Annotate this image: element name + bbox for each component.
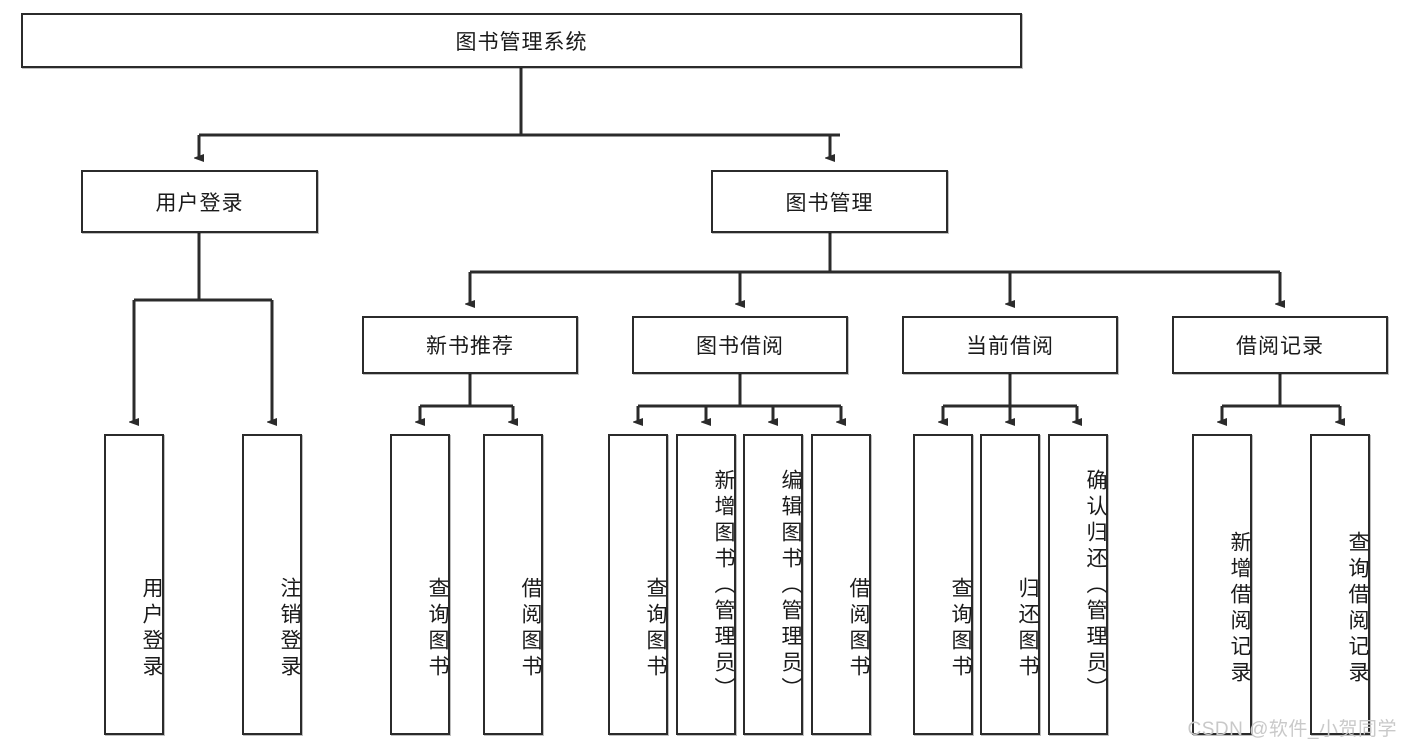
leaf-user-login-logout[interactable]: 注销登录 (242, 434, 302, 735)
leaf-book-borrow-add-book-admin[interactable]: 新增图书（管理员） (676, 434, 736, 735)
leaf-book-borrow-query-book[interactable]: 查询图书 (608, 434, 668, 735)
node-current-borrow[interactable]: 当前借阅 (902, 316, 1118, 374)
node-borrow-record[interactable]: 借阅记录 (1172, 316, 1388, 374)
node-user-login[interactable]: 用户登录 (81, 170, 318, 233)
leaf-new-book-query-book[interactable]: 查询图书 (390, 434, 450, 735)
leaf-borrow-record-add-record[interactable]: 新增借阅记录 (1192, 434, 1252, 735)
leaf-book-borrow-lend-book[interactable]: 借阅图书 (811, 434, 871, 735)
leaf-current-borrow-confirm-return-admin[interactable]: 确认归还（管理员） (1048, 434, 1108, 735)
leaf-new-book-borrow-book[interactable]: 借阅图书 (483, 434, 543, 735)
node-root-book-management-system[interactable]: 图书管理系统 (21, 13, 1022, 68)
leaf-current-borrow-query-book[interactable]: 查询图书 (913, 434, 973, 735)
csdn-watermark: CSDN @软件_小贺同学 (1187, 719, 1397, 740)
leaf-borrow-record-query-record[interactable]: 查询借阅记录 (1310, 434, 1370, 735)
leaf-current-borrow-return-book[interactable]: 归还图书 (980, 434, 1040, 735)
leaf-book-borrow-edit-book-admin[interactable]: 编辑图书（管理员） (743, 434, 803, 735)
node-new-book-recommend[interactable]: 新书推荐 (362, 316, 578, 374)
leaf-user-login-login[interactable]: 用户登录 (104, 434, 164, 735)
node-book-management[interactable]: 图书管理 (711, 170, 948, 233)
node-book-borrow[interactable]: 图书借阅 (632, 316, 848, 374)
